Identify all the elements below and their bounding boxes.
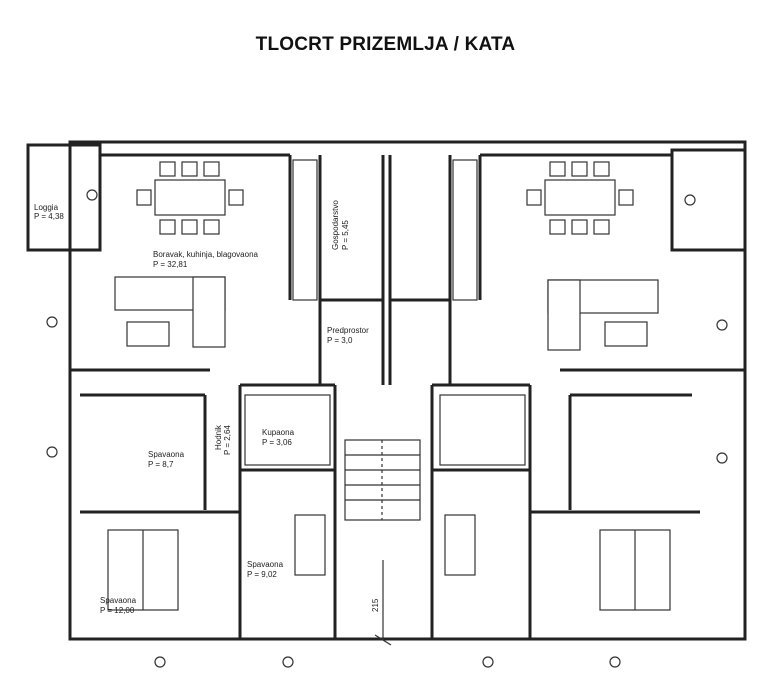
room-area: P = 32,81 (153, 260, 188, 269)
drawing-title: TLOCRT PRIZEMLJA / KATA (255, 34, 516, 55)
furniture-right (452, 159, 659, 351)
room-area: P = 12,00 (100, 606, 135, 615)
room-labels: Loggia P = 4,38 Boravak, kuhinja, blagov… (34, 200, 380, 615)
staircase (344, 439, 421, 521)
room-name: Spavaona (247, 560, 284, 569)
furniture-left (107, 159, 671, 611)
room-name: Loggia (34, 203, 59, 212)
room-area: P = 3,0 (327, 336, 353, 345)
room-name: Kupaona (262, 428, 295, 437)
room-area: P = 5,45 (341, 220, 350, 250)
room-name: Spavaona (148, 450, 185, 459)
room-area: P = 2,64 (223, 425, 232, 455)
room-name: Spavaona (100, 596, 137, 605)
room-area: P = 9,02 (247, 570, 277, 579)
room-area: P = 8,7 (148, 460, 174, 469)
outer-walls (26, 140, 747, 641)
window-markers (46, 189, 728, 668)
dimension-label: 215 (371, 598, 380, 612)
room-name: Hodnik (214, 424, 223, 450)
room-area: P = 4,38 (34, 212, 64, 221)
room-name: Gospodarstvo (331, 200, 340, 250)
room-name: Predprostor (327, 326, 369, 335)
room-name: Boravak, kuhinja, blagovaona (153, 250, 259, 259)
room-area: P = 3,06 (262, 438, 292, 447)
interior-walls (70, 155, 745, 639)
